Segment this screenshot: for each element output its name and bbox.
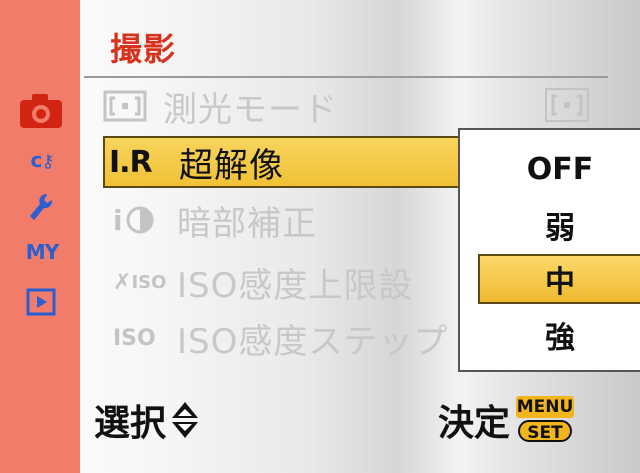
page-title: 撮影 bbox=[110, 30, 177, 68]
metering-value bbox=[545, 88, 589, 122]
option-weak[interactable]: 弱 bbox=[478, 200, 640, 250]
menu-label: MENU bbox=[516, 396, 575, 418]
title-divider bbox=[84, 76, 608, 78]
option-label: 強 bbox=[545, 321, 575, 356]
custom-key-icon[interactable]: c⚷ bbox=[30, 148, 54, 172]
set-label: SET bbox=[518, 420, 573, 443]
custom-key-label: c bbox=[30, 148, 42, 172]
footer-confirm-hint: 決定 MENU SET bbox=[438, 394, 576, 446]
menu-item-label: 暗部補正 bbox=[177, 203, 317, 244]
option-label: OFF bbox=[526, 151, 594, 187]
select-label: 選択 bbox=[94, 403, 167, 444]
camera-icon[interactable] bbox=[18, 92, 64, 130]
menu-item-iso-step[interactable]: ISO ISO感度ステップ bbox=[103, 312, 463, 364]
menu-item-metering[interactable]: 測光モード bbox=[103, 80, 463, 132]
footer-select-hint: 選択 bbox=[94, 394, 202, 446]
iso-step-icon-text: ISO bbox=[113, 325, 156, 351]
option-medium[interactable]: 中 bbox=[478, 254, 640, 304]
playback-icon[interactable] bbox=[26, 288, 56, 316]
option-strong[interactable]: 強 bbox=[478, 310, 640, 360]
menu-item-label: ISO感度ステップ bbox=[177, 321, 449, 362]
my-menu-label: MY bbox=[25, 240, 59, 264]
metering-icon bbox=[551, 94, 583, 116]
my-menu[interactable]: MY bbox=[22, 240, 62, 264]
menu-item-label: 測光モード bbox=[163, 89, 338, 130]
menu-item-label: ISO感度上限設 bbox=[177, 265, 414, 306]
menu-item-shadow-adjust[interactable]: i 暗部補正 bbox=[103, 194, 463, 246]
contrast-icon bbox=[126, 206, 154, 234]
menu-item-super-resolution[interactable]: I.R 超解像 bbox=[103, 136, 465, 188]
iso-icon-text: ISO bbox=[131, 271, 167, 293]
option-label: 弱 bbox=[545, 211, 575, 246]
menu-set-button-icon: MENU SET bbox=[514, 396, 576, 444]
option-popup: OFF 弱 中 強 bbox=[458, 128, 640, 372]
auto-iso-icon: ✗ bbox=[113, 269, 132, 295]
up-down-arrow-icon bbox=[172, 402, 199, 438]
metering-icon bbox=[103, 90, 147, 122]
wrench-icon[interactable] bbox=[28, 192, 54, 222]
shadow-adjust-icon-text: i bbox=[113, 203, 123, 237]
option-off[interactable]: OFF bbox=[478, 144, 640, 194]
option-label: 中 bbox=[545, 265, 575, 300]
sidebar: c⚷ MY bbox=[0, 0, 80, 473]
ir-icon: I.R bbox=[109, 144, 153, 180]
menu-item-label: 超解像 bbox=[179, 145, 284, 186]
confirm-label: 決定 bbox=[438, 403, 511, 444]
menu-item-iso-limit[interactable]: ✗ ISO ISO感度上限設 bbox=[103, 256, 463, 308]
